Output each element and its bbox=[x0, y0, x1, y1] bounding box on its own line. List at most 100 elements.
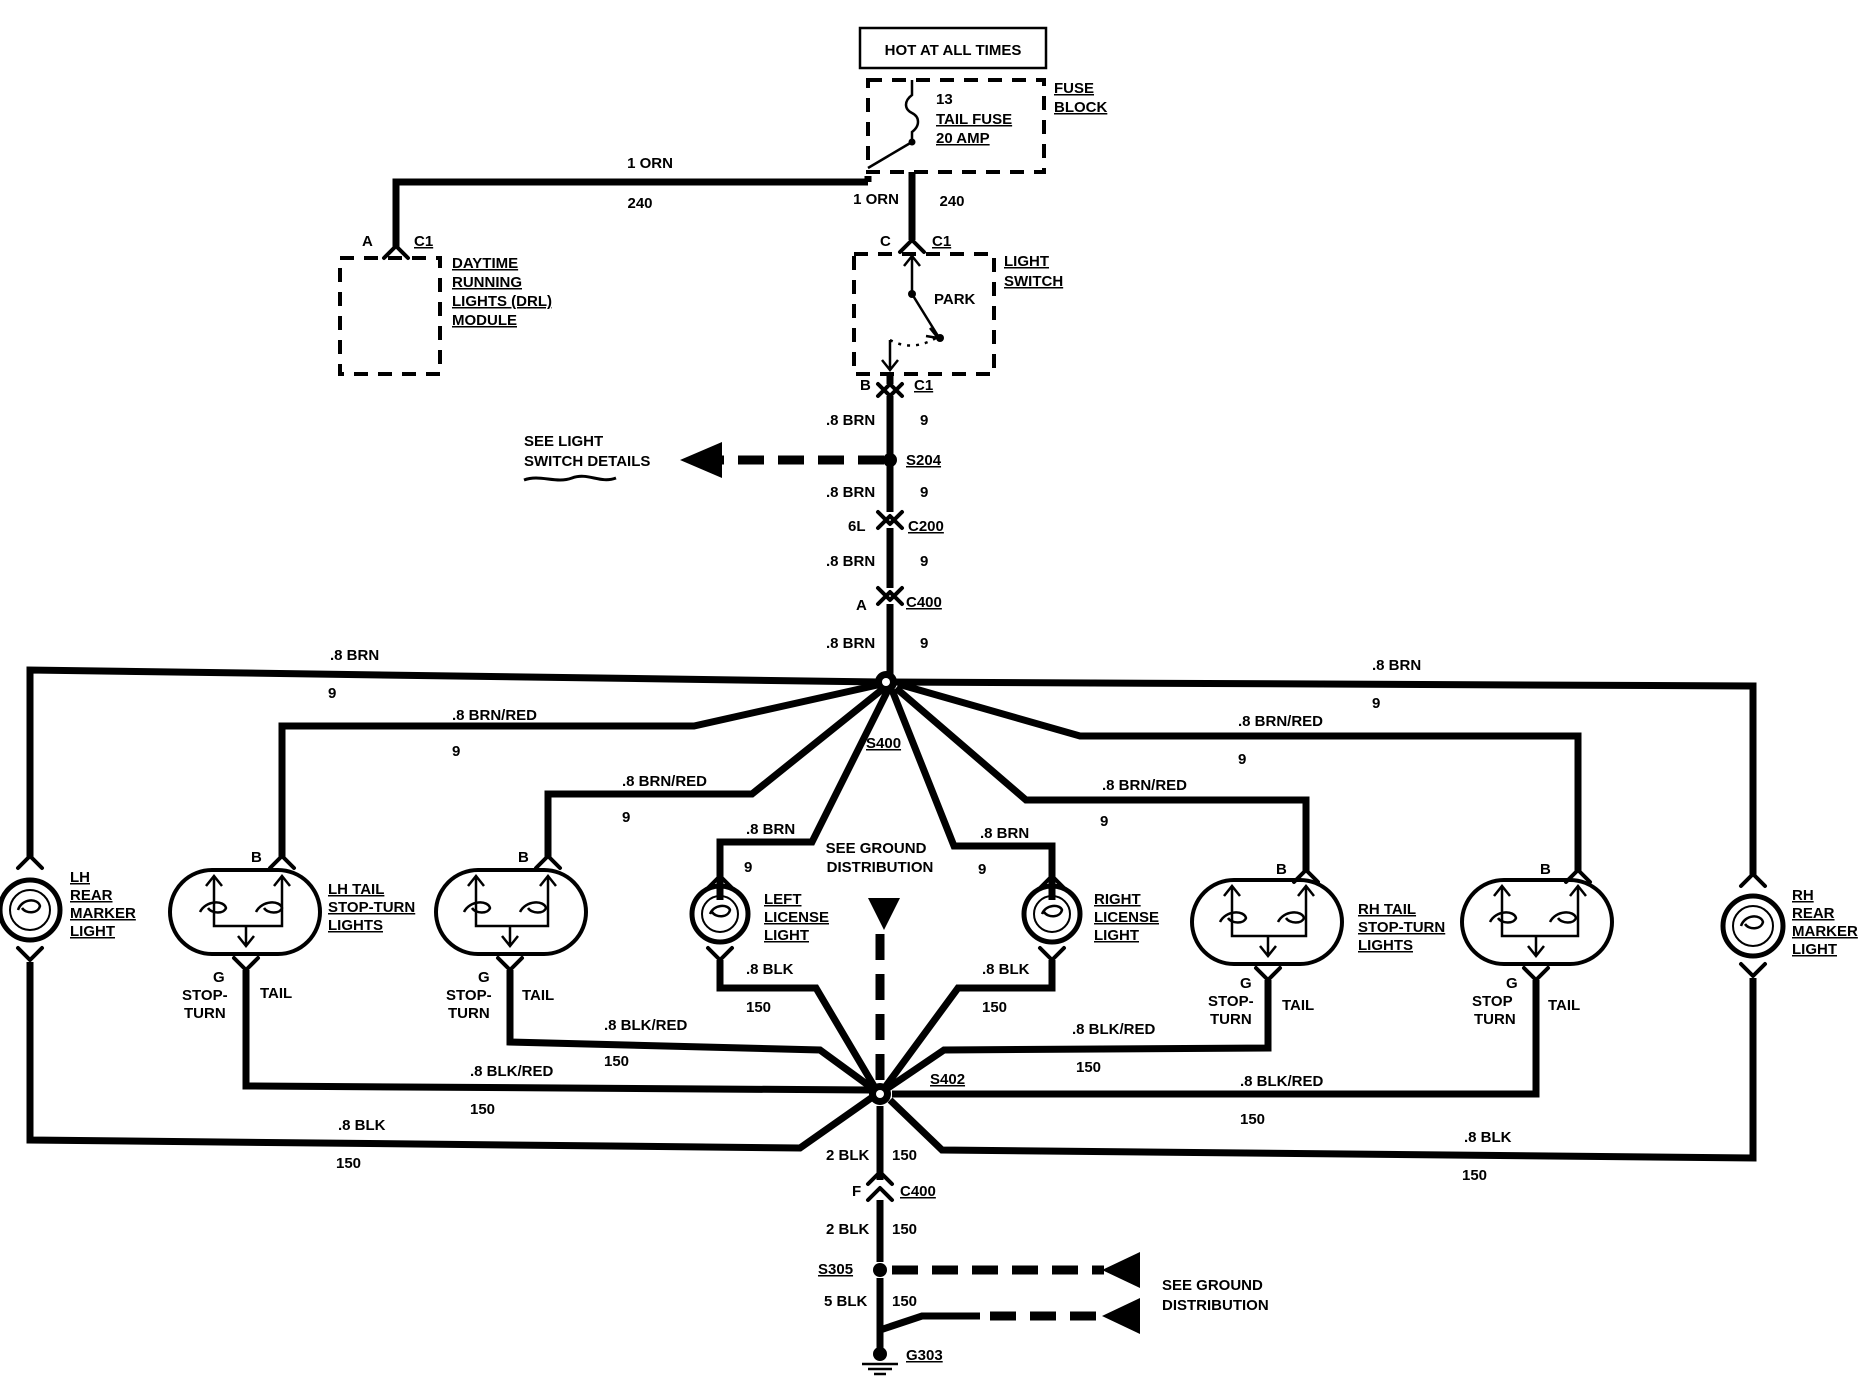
fuse-block-label-2: BLOCK bbox=[1054, 99, 1107, 116]
lh-tail-label-1: LH TAIL bbox=[328, 881, 384, 898]
lh-marker-gnd-circuit: 150 bbox=[336, 1155, 361, 1172]
c400-top-pin: A bbox=[856, 597, 867, 614]
switch-out-connector-icon bbox=[876, 382, 904, 398]
rh-rear-marker-light bbox=[1720, 872, 1786, 978]
rh-tail2-gnd-gauge: .8 BLK/RED bbox=[1072, 1021, 1156, 1038]
rh-tail1-gnd-circuit: 150 bbox=[1240, 1111, 1265, 1128]
rh-marker-label-1: RH bbox=[1792, 887, 1814, 904]
scribble-icon bbox=[523, 474, 617, 482]
splice-s204 bbox=[883, 453, 897, 467]
trunk-seg2-gauge: .8 BRN bbox=[826, 484, 875, 501]
rh-marker-label-3: MARKER bbox=[1792, 923, 1858, 940]
right-license-gnd-gauge: .8 BLK bbox=[982, 961, 1030, 978]
switch-in-pin: C bbox=[880, 233, 891, 250]
rh-tail2-tail-label: TAIL bbox=[1282, 997, 1314, 1014]
switch-park-dotted-icon bbox=[889, 336, 937, 347]
ground-point-g303 bbox=[873, 1347, 887, 1361]
splice-s305-label: S305 bbox=[818, 1261, 853, 1278]
fuse-number: 13 bbox=[936, 91, 953, 108]
lh-marker-feed-gauge: .8 BRN bbox=[330, 647, 379, 664]
rh-marker-feed-circuit: 9 bbox=[1372, 695, 1380, 712]
ground-seg1-circuit: 150 bbox=[892, 1147, 917, 1164]
drl-pin: A bbox=[362, 233, 373, 250]
rh-tail2-pin-b: B bbox=[1276, 861, 1287, 878]
right-license-feed-circuit: 9 bbox=[978, 861, 986, 878]
rh-tail1-pin-g: G bbox=[1506, 975, 1518, 992]
fuse-icon bbox=[867, 80, 920, 170]
splice-s400-label: S400 bbox=[866, 735, 901, 752]
switch-position-park: PARK bbox=[934, 291, 976, 308]
left-license-gnd-circuit: 150 bbox=[746, 999, 771, 1016]
fuse-block-label-1: FUSE bbox=[1054, 80, 1094, 97]
rh-tail1-tail-label: TAIL bbox=[1548, 997, 1580, 1014]
switch-wire-gauge: 1 ORN bbox=[853, 191, 899, 208]
right-license-light bbox=[1021, 874, 1083, 962]
right-license-label-2: LICENSE bbox=[1094, 909, 1159, 926]
rh-tail1-pin-b: B bbox=[1540, 861, 1551, 878]
lh-tail2-gnd-gauge: .8 BLK/RED bbox=[604, 1017, 688, 1034]
hot-at-all-times-box bbox=[858, 26, 1048, 70]
left-license-label-1: LEFT bbox=[764, 891, 802, 908]
rh-tail-label-3: LIGHTS bbox=[1358, 937, 1413, 954]
rh-tail2-turn-label: TURN bbox=[1210, 1011, 1252, 1028]
lh-marker-label-1: LH bbox=[70, 869, 90, 886]
lh-tail2-turn-label: TURN bbox=[448, 1005, 490, 1022]
rh-tail1-stop-label: STOP bbox=[1472, 993, 1513, 1010]
c200-label: C200 bbox=[908, 518, 944, 535]
see-ground-distribution-1-line1: SEE GROUND bbox=[826, 840, 927, 857]
lh-tail-label-2: STOP-TURN bbox=[328, 899, 415, 916]
left-license-feed-gauge: .8 BRN bbox=[746, 821, 795, 838]
splice-s305 bbox=[873, 1263, 887, 1277]
lh-tail2-pin-g: G bbox=[478, 969, 490, 986]
left-license-gnd-gauge: .8 BLK bbox=[746, 961, 794, 978]
lh-tail1-feed-gauge: .8 BRN/RED bbox=[452, 707, 537, 724]
ground-seg3-circuit: 150 bbox=[892, 1293, 917, 1310]
rh-tail1-turn-label: TURN bbox=[1474, 1011, 1516, 1028]
rh-tail1-gnd-gauge: .8 BLK/RED bbox=[1240, 1073, 1324, 1090]
fuse-rating: 20 AMP bbox=[936, 130, 990, 147]
see-light-switch-details-2: SWITCH DETAILS bbox=[524, 453, 650, 470]
see-ground-distribution-2-line1: SEE GROUND bbox=[1162, 1277, 1263, 1294]
c400-top-label: C400 bbox=[906, 594, 942, 611]
lh-tail-stop-turn-lamp-1 bbox=[168, 854, 322, 972]
light-switch-outline bbox=[852, 252, 996, 376]
lh-tail2-feed-circuit: 9 bbox=[622, 809, 630, 826]
switch-out-pin: B bbox=[860, 377, 871, 394]
g303-branch-wire bbox=[876, 1312, 980, 1340]
switch-out-connector: C1 bbox=[914, 377, 933, 394]
switch-output-icon bbox=[881, 340, 899, 373]
rh-tail1-feed-circuit: 9 bbox=[1238, 751, 1246, 768]
left-license-label-3: LIGHT bbox=[764, 927, 809, 944]
lh-tail2-stop-label: STOP- bbox=[446, 987, 492, 1004]
s400-feed-wires bbox=[26, 666, 1757, 900]
rh-marker-gnd-circuit: 150 bbox=[1462, 1167, 1487, 1184]
drl-connector: C1 bbox=[414, 233, 433, 250]
lh-tail1-gnd-gauge: .8 BLK/RED bbox=[470, 1063, 554, 1080]
c400-bottom-label: C400 bbox=[900, 1183, 936, 1200]
drl-module-outline bbox=[338, 256, 442, 376]
rh-tail2-stop-label: STOP- bbox=[1208, 993, 1254, 1010]
rh-marker-label-4: LIGHT bbox=[1792, 941, 1837, 958]
right-license-label-3: LIGHT bbox=[1094, 927, 1139, 944]
lh-tail1-pin-b: B bbox=[251, 849, 262, 866]
trunk-seg4-circuit: 9 bbox=[920, 635, 928, 652]
left-license-feed-circuit: 9 bbox=[744, 859, 752, 876]
switch-contact-icon bbox=[903, 253, 940, 337]
lh-marker-gnd-gauge: .8 BLK bbox=[338, 1117, 386, 1134]
splice-s204-label: S204 bbox=[906, 452, 942, 469]
fuse-block-outline bbox=[866, 78, 1046, 174]
see-ground-distribution-1-line2: DISTRIBUTION bbox=[827, 859, 934, 876]
rh-marker-feed-gauge: .8 BRN bbox=[1372, 657, 1421, 674]
trunk-seg4-gauge: .8 BRN bbox=[826, 635, 875, 652]
drl-connector-icon bbox=[382, 244, 410, 260]
lh-rear-marker-light bbox=[0, 854, 63, 962]
switch-in-connector: C1 bbox=[932, 233, 951, 250]
rh-tail2-pin-g: G bbox=[1240, 975, 1252, 992]
lh-tail1-pin-g: G bbox=[213, 969, 225, 986]
trunk-seg1-gauge: .8 BRN bbox=[826, 412, 875, 429]
lh-tail2-pin-b: B bbox=[518, 849, 529, 866]
s305-left-arrow-icon bbox=[1102, 1252, 1140, 1288]
see-light-switch-details-1: SEE LIGHT bbox=[524, 433, 603, 450]
ground-seg3-gauge: 5 BLK bbox=[824, 1293, 868, 1310]
